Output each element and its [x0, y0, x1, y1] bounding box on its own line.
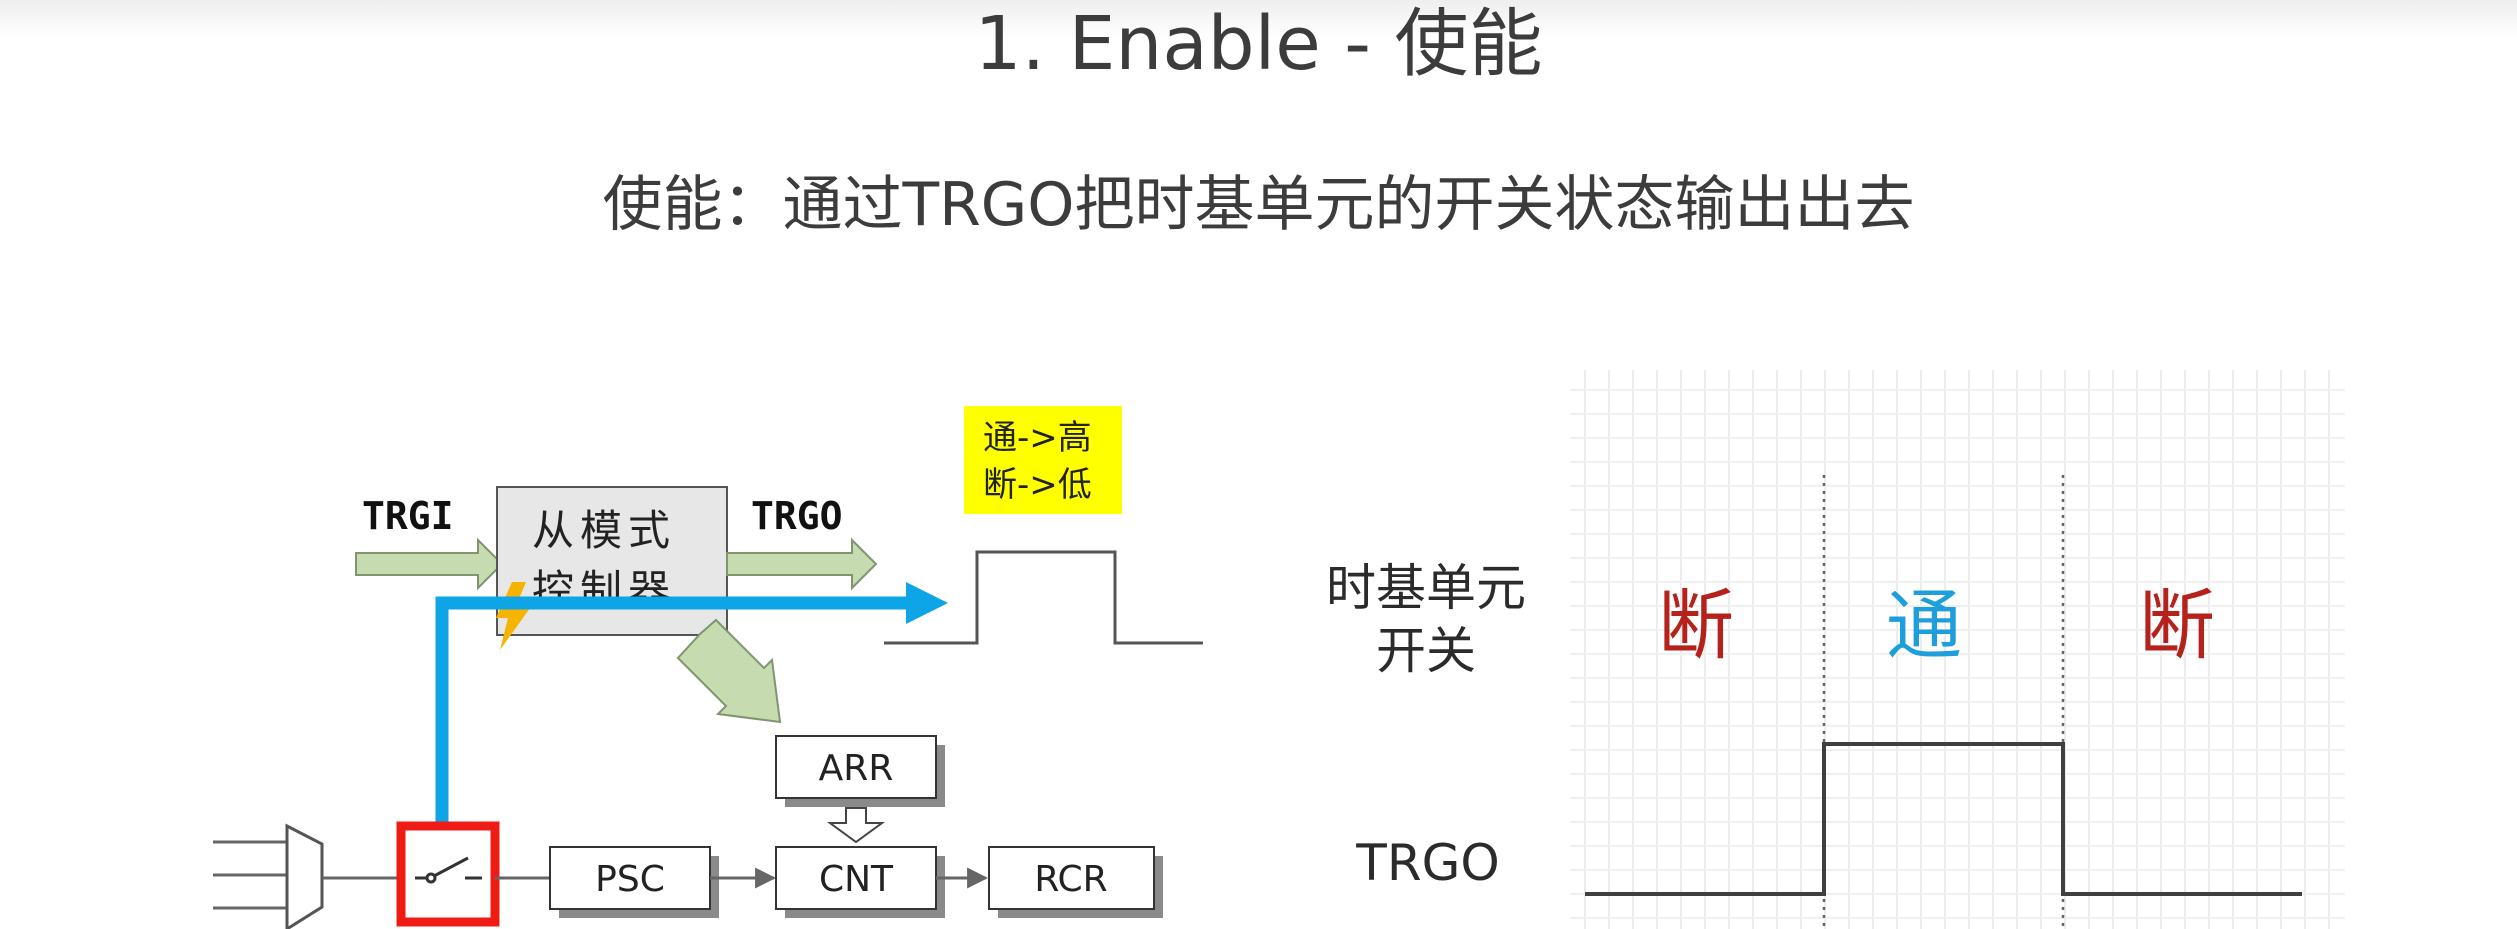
timebase-switch-label-line-2: 开关	[1376, 622, 1476, 680]
cnt-box	[775, 846, 937, 910]
state-label-off-1: 断	[1658, 581, 1734, 670]
state-label-on: 通	[1886, 581, 1962, 670]
note-box	[964, 406, 1122, 514]
arr-box	[775, 735, 937, 799]
trgi-label: TRGI	[362, 494, 454, 538]
block-diagram: 通->高 断->低 TRGI 从模式 控制器 TRGO	[213, 406, 1203, 929]
slave-mode-label-line-1: 从模式	[532, 506, 676, 555]
arr-to-cnt-arrow	[826, 807, 886, 844]
timing-diagram: 时基单元 开关 TRGO 断 通 断	[1326, 370, 2345, 929]
trgi-arrow	[355, 537, 504, 591]
arr-label: ARR	[819, 748, 894, 789]
page-title: 1. Enable - 使能	[974, 1, 1543, 87]
state-label-off-2: 断	[2139, 581, 2215, 670]
rcr-box	[988, 846, 1155, 910]
timebase-switch-label-line-1: 时基单元	[1326, 559, 1526, 617]
psc-label: PSC	[595, 859, 665, 900]
slave-to-cnt-arrow	[676, 618, 782, 724]
enable-signal-path	[435, 596, 910, 830]
rcr-label: RCR	[1034, 859, 1107, 900]
trgo-label: TRGO	[751, 494, 843, 538]
cnt-label: CNT	[819, 859, 894, 900]
switch-icon	[415, 856, 482, 884]
enable-switch-highlight	[396, 821, 500, 927]
trgo-waveform	[1585, 742, 2302, 896]
trgo-arrow	[726, 537, 878, 591]
note-line-2: 断->低	[983, 465, 1092, 505]
psc-box	[549, 846, 711, 910]
input-mux	[285, 823, 324, 929]
trgo-row-label: TRGO	[1355, 834, 1499, 892]
enable-signal-arrowhead	[906, 582, 948, 624]
note-line-1: 通->高	[983, 418, 1092, 458]
trgo-pulse-waveform	[884, 550, 1203, 645]
page-subtitle: 使能：通过TRGO把时基单元的开关状态输出出去	[602, 170, 1915, 240]
